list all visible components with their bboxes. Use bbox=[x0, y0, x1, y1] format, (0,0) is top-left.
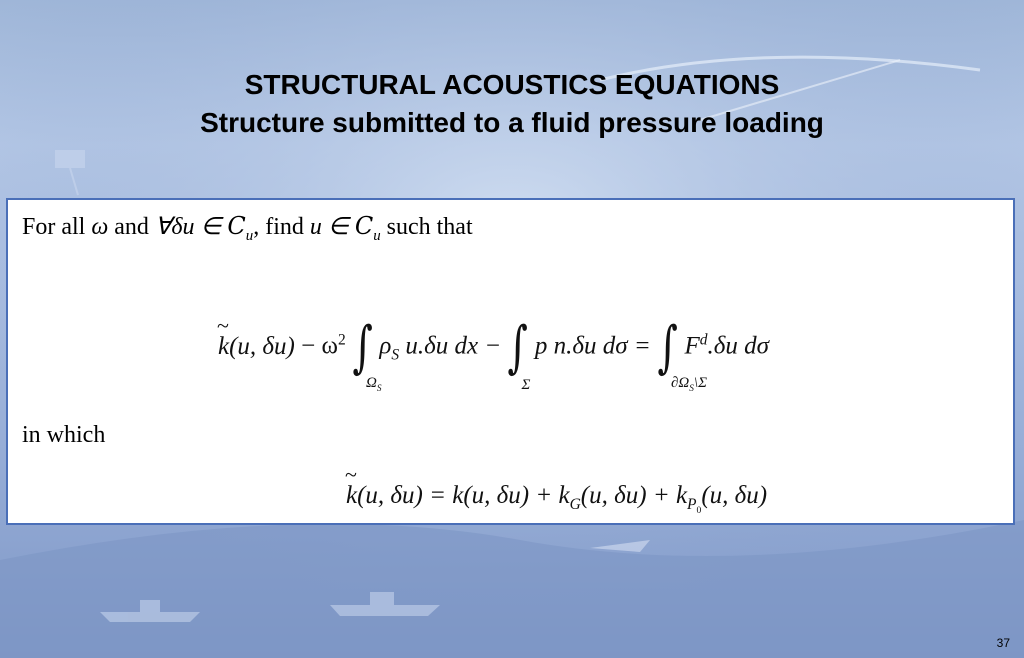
eq1-omega-exp: 2 bbox=[337, 331, 346, 349]
aircraft-icon bbox=[590, 540, 650, 552]
k-tilde-symbol: k bbox=[345, 462, 357, 510]
page-number: 37 bbox=[996, 636, 1010, 650]
ship-icon bbox=[100, 600, 200, 622]
eq1-term3-rest: .δu dσ bbox=[707, 332, 769, 360]
main-equation: k(u, δu) − ω2 ∫ ΩS ρS u.δu dx − ∫ Σ p n.… bbox=[217, 313, 769, 395]
eq2-sub-P: P bbox=[687, 496, 697, 513]
eq1-term2: p n.δu dσ = bbox=[534, 332, 651, 360]
eq1-force-sup: d bbox=[699, 331, 708, 349]
text-in-which: in which bbox=[22, 422, 106, 448]
int3-sub-rest: \Σ bbox=[693, 375, 708, 391]
text-such-that: such that bbox=[386, 214, 473, 240]
text-and: and bbox=[114, 214, 149, 240]
slide-title: STRUCTURAL ACOUSTICS EQUATIONS Structure… bbox=[0, 66, 1024, 142]
int1-sub: Ω bbox=[365, 375, 377, 391]
symbol-u-in: u ∈ bbox=[309, 214, 355, 240]
ship-icon-2 bbox=[330, 592, 440, 616]
int2-sub: Σ bbox=[521, 377, 531, 393]
eq1-rho-sub: S bbox=[391, 346, 400, 364]
space-C: C bbox=[227, 212, 246, 240]
text-find: , find bbox=[253, 214, 304, 240]
symbol-forall-du: ∀δu ∈ bbox=[154, 214, 228, 240]
problem-statement: For all ω and ∀δu ∈ Cu, find u ∈ Cu such… bbox=[22, 212, 473, 245]
integral-sign-3: ∫ bbox=[657, 315, 678, 380]
int3-sub-S: S bbox=[689, 384, 694, 394]
eq1-lhs: k(u, δu) bbox=[217, 313, 295, 361]
int3-sub: ∂Ω bbox=[671, 375, 690, 391]
eq2-sub-G: G bbox=[569, 496, 581, 513]
integral-sigma: ∫ Σ bbox=[507, 315, 531, 394]
text-for-all: For all bbox=[22, 214, 86, 240]
sub-u: u bbox=[245, 227, 254, 244]
integral-sign-1: ∫ bbox=[352, 315, 373, 380]
k-tilde-symbol: k bbox=[217, 313, 229, 361]
symbol-omega: ω bbox=[91, 214, 109, 240]
int1-sub-S: S bbox=[376, 384, 382, 394]
space-C-2: C bbox=[354, 212, 374, 240]
title-line-1: STRUCTURAL ACOUSTICS EQUATIONS bbox=[244, 69, 780, 100]
sub-u-2: u bbox=[373, 227, 381, 244]
integral-omega-s: ∫ ΩS bbox=[352, 315, 381, 395]
equation-box: For all ω and ∀δu ∈ Cu, find u ∈ Cu such… bbox=[6, 198, 1015, 525]
eq1-force: F bbox=[684, 332, 700, 360]
eq2-end: (u, δu) bbox=[701, 482, 768, 509]
eq2-mid: (u, δu) + k bbox=[580, 482, 688, 509]
stiffness-definition: k(u, δu) = k(u, δu) + kG(u, δu) + kP0(u,… bbox=[345, 462, 768, 517]
eq2-sub-0: 0 bbox=[696, 505, 702, 517]
integral-boundary: ∫ ∂ΩS\Σ bbox=[657, 315, 707, 395]
eq1-rho: ρ bbox=[379, 332, 392, 360]
title-line-2: Structure submitted to a fluid pressure … bbox=[200, 107, 824, 138]
eq1-term1-rest: u.δu dx − bbox=[399, 332, 502, 360]
eq1-minus-omega: − ω bbox=[294, 332, 338, 360]
eq2-lhs: k(u, δu) = k(u, δu) + k bbox=[345, 462, 570, 510]
integral-sign-2: ∫ bbox=[507, 315, 529, 380]
satellite-icon bbox=[55, 150, 85, 196]
